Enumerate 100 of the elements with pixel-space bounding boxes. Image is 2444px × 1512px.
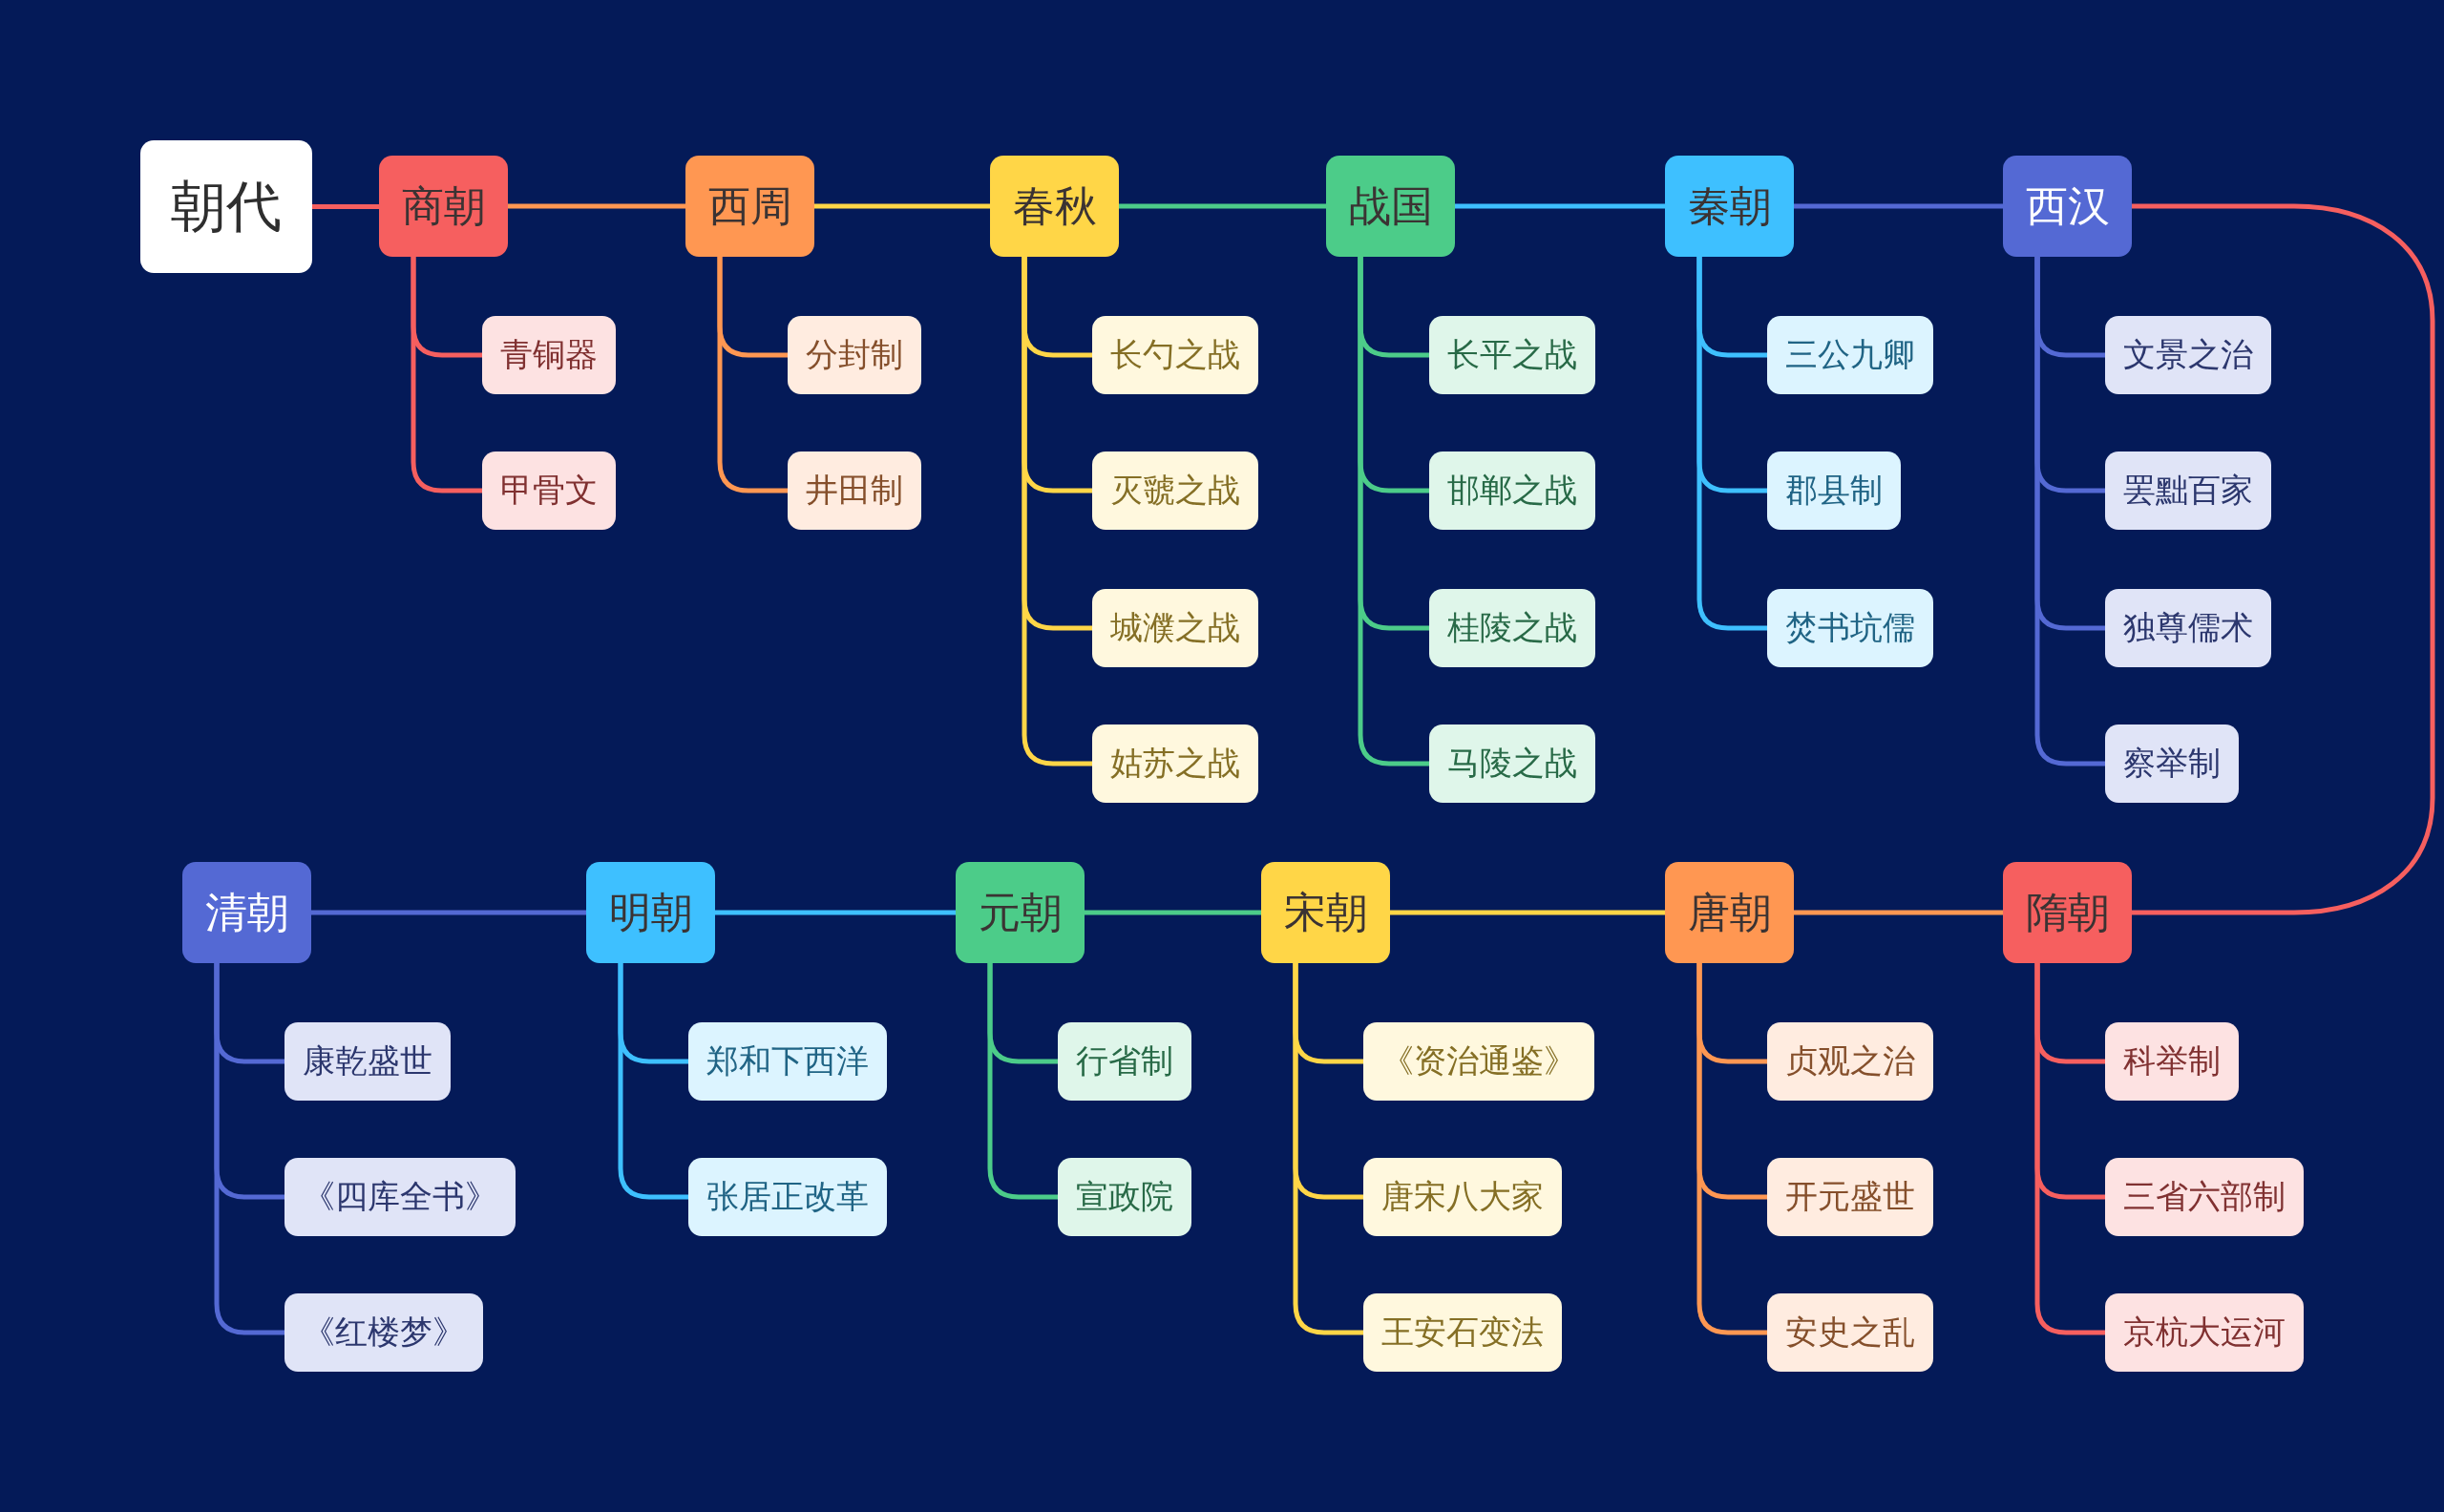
subtopic-label: 张居正改革: [706, 1179, 869, 1215]
subtopic-label: 灭虢之战: [1110, 472, 1240, 509]
branch-line: [1022, 257, 1092, 766]
subtopic-label: 安史之乱: [1785, 1314, 1915, 1351]
dynasty-label: 西周: [707, 182, 792, 230]
connector-line: [311, 910, 586, 915]
subtopic-label: 《资治通鉴》: [1381, 1043, 1576, 1080]
dynasty-label: 清朝: [204, 889, 289, 936]
connector-line: [1085, 910, 1261, 915]
branch-line: [1696, 963, 1767, 1335]
subtopic-box: [2105, 452, 2271, 530]
connector-line: [2132, 203, 2435, 915]
dynasty-label: 商朝: [401, 182, 486, 230]
dynasty-box: [1326, 156, 1455, 257]
subtopic-label: 长勺之战: [1110, 337, 1240, 373]
subtopic-box: [2105, 316, 2271, 394]
subtopic-label: 三省六部制: [2123, 1179, 2286, 1215]
subtopic-label: 井田制: [806, 472, 903, 509]
subtopic-box: [1429, 589, 1595, 667]
dynasty-label: 春秋: [1012, 182, 1097, 230]
subtopic-label: 康乾盛世: [303, 1043, 432, 1080]
subtopic-label: 《四库全书》: [303, 1179, 497, 1215]
subtopic-label: 长平之战: [1447, 337, 1577, 373]
connector-line: [1794, 203, 2003, 209]
connector-line: [1119, 203, 1326, 209]
dynasty-box: [586, 862, 715, 963]
connector-line: [1390, 910, 1665, 915]
subtopic-box: [284, 1158, 516, 1236]
dynasty-box: [1665, 862, 1794, 963]
dynasty-label: 唐朝: [1687, 889, 1772, 936]
subtopic-label: 唐宋八大家: [1381, 1179, 1544, 1215]
subtopic-label: 独尊儒术: [2123, 610, 2253, 646]
connector-line: [715, 910, 956, 915]
subtopic-box: [482, 316, 616, 394]
dynasty-box: [990, 156, 1119, 257]
subtopic-box: [2105, 1022, 2239, 1101]
central-topic-label: 朝代: [171, 176, 282, 238]
dynasty-label: 西汉: [2025, 182, 2110, 230]
subtopic-label: 分封制: [806, 337, 903, 373]
branch-line: [987, 963, 1058, 1200]
subtopic-box: [1429, 724, 1595, 803]
subtopic-box: [2105, 1293, 2304, 1372]
subtopic-box: [1767, 1158, 1933, 1236]
dynasty-box: [1665, 156, 1794, 257]
central-topic-box: [140, 140, 312, 273]
subtopic-box: [1363, 1158, 1562, 1236]
branch-line: [214, 963, 284, 1335]
subtopic-label: 察举制: [2123, 746, 2221, 782]
dynasty-label: 战国: [1348, 182, 1433, 230]
dynasty-box: [379, 156, 508, 257]
subtopic-label: 青铜器: [500, 337, 598, 373]
dynasty-box: [182, 862, 311, 963]
subtopic-box: [482, 452, 616, 530]
dynasty-label: 隋朝: [2025, 889, 2110, 936]
dynasty-box: [2003, 862, 2132, 963]
subtopic-label: 桂陵之战: [1447, 610, 1577, 646]
subtopic-box: [788, 316, 921, 394]
connector-line: [508, 203, 685, 209]
branch-line: [1696, 257, 1767, 631]
subtopic-box: [1429, 316, 1595, 394]
branch-line: [2034, 257, 2105, 766]
branch-line: [1358, 257, 1429, 766]
subtopic-label: 文景之治: [2123, 337, 2253, 373]
branch-line: [618, 963, 688, 1200]
subtopic-label: 罢黜百家: [2123, 472, 2253, 509]
connector-line: [312, 204, 379, 209]
subtopic-label: 王安石变法: [1381, 1314, 1544, 1351]
subtopic-label: 行省制: [1076, 1043, 1173, 1080]
subtopic-box: [1092, 589, 1258, 667]
dynasty-label: 明朝: [608, 889, 693, 936]
dynasty-box: [1261, 862, 1390, 963]
branch-line: [2034, 963, 2105, 1335]
subtopic-box: [1092, 724, 1258, 803]
subtopic-box: [1767, 589, 1933, 667]
connector-line: [814, 203, 990, 209]
subtopic-box: [1767, 316, 1933, 394]
subtopic-label: 邯郸之战: [1447, 472, 1577, 509]
subtopic-box: [788, 452, 921, 530]
subtopic-box: [688, 1022, 887, 1101]
subtopic-box: [1092, 452, 1258, 530]
subtopic-label: 三公九卿: [1785, 337, 1915, 373]
subtopic-label: 郡县制: [1785, 472, 1883, 509]
subtopic-box: [1058, 1022, 1191, 1101]
subtopic-box: [1058, 1158, 1191, 1236]
branch-line: [411, 257, 482, 494]
dynasty-box: [2003, 156, 2132, 257]
subtopic-box: [1767, 1293, 1933, 1372]
subtopic-label: 贞观之治: [1785, 1043, 1915, 1080]
subtopic-box: [2105, 589, 2271, 667]
subtopic-box: [284, 1293, 483, 1372]
dynasty-label: 元朝: [978, 889, 1063, 936]
branch-line: [717, 257, 788, 494]
subtopic-label: 开元盛世: [1785, 1179, 1915, 1215]
subtopic-label: 《红楼梦》: [303, 1314, 465, 1351]
dynasty-box: [956, 862, 1085, 963]
subtopic-box: [284, 1022, 451, 1101]
subtopic-box: [1767, 1022, 1933, 1101]
subtopic-box: [2105, 1158, 2304, 1236]
subtopic-box: [1429, 452, 1595, 530]
dynasty-box: [685, 156, 814, 257]
